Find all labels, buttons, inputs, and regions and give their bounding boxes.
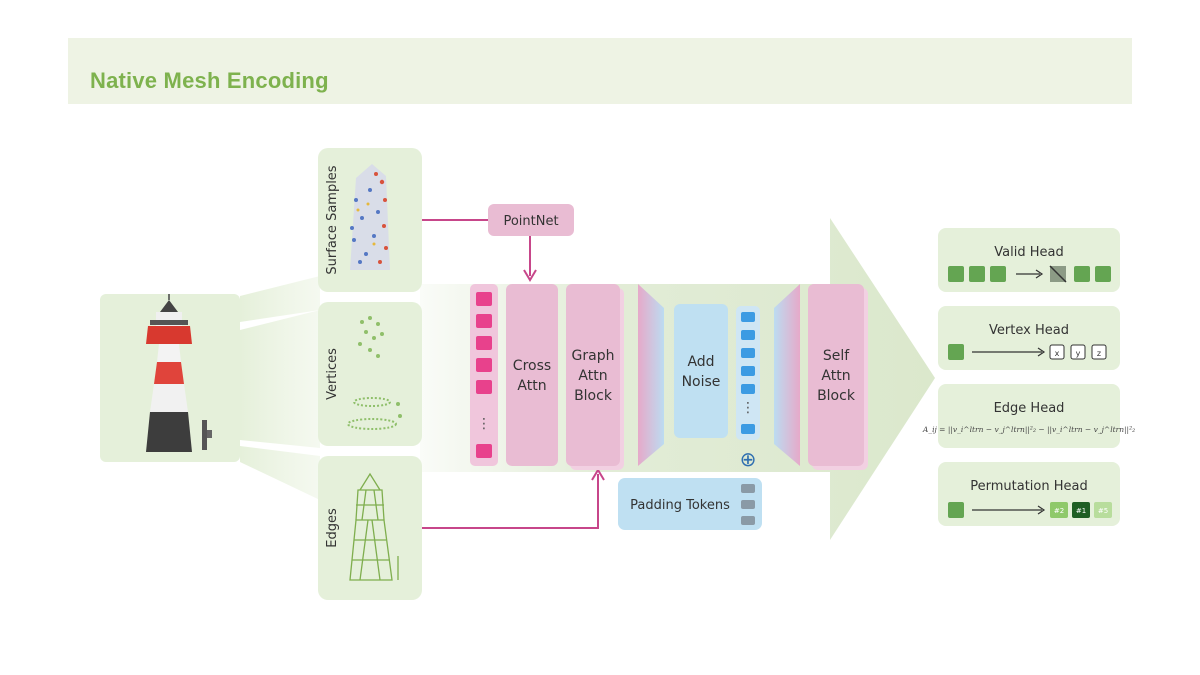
- vertex-head-title: Vertex Head: [989, 323, 1069, 338]
- pointnet-box: [488, 204, 574, 236]
- vertex-token: [476, 292, 492, 306]
- latent-token: [741, 384, 755, 394]
- padding-tokens-label: Padding Tokens: [630, 498, 730, 513]
- graph-attn-line-3: Block: [574, 388, 613, 404]
- vertex-token-group: [476, 292, 492, 458]
- edges-label: Edges: [325, 508, 340, 548]
- vertex-head-panel: [938, 306, 1120, 370]
- vertex-output-z-label: z: [1097, 349, 1101, 358]
- valid-head-inputs: [948, 266, 1006, 282]
- vertex-token: [476, 358, 492, 372]
- vertex-output-y-label: y: [1076, 349, 1081, 358]
- vertex-output-x: [1049, 344, 1065, 360]
- edges-panel: [318, 456, 422, 600]
- permutation-output-3: [1094, 502, 1112, 518]
- self-attn-block: [808, 284, 864, 466]
- valid-input-token: [948, 266, 964, 282]
- vertex-head-outputs: x y z: [1049, 344, 1107, 360]
- permutation-head-input: [948, 502, 964, 518]
- self-attn-line-2: Attn: [821, 368, 850, 384]
- connector-lines: [422, 219, 599, 529]
- permutation-output-1-label: #2: [1054, 507, 1064, 515]
- valid-input-token: [969, 266, 985, 282]
- add-noise-line-1: Add: [687, 354, 714, 370]
- vertex-head-arrowhead: [1037, 347, 1046, 357]
- valid-head-title: Valid Head: [994, 245, 1063, 260]
- permutation-head-title: Permutation Head: [970, 479, 1087, 494]
- graph-attn-line-1: Graph: [572, 348, 615, 364]
- vertices-label: Vertices: [325, 348, 340, 400]
- vertex-output-z: [1091, 344, 1107, 360]
- page-title: Native Mesh Encoding: [90, 68, 329, 93]
- decoder-trapezoid-right: [774, 284, 800, 466]
- latent-token: [741, 348, 755, 358]
- self-attn-line-3: Block: [817, 388, 856, 404]
- permutation-output-3-label: #5: [1098, 507, 1108, 515]
- vertex-token-column: [470, 284, 498, 466]
- cross-attn-block: [506, 284, 558, 466]
- valid-output-token: [1095, 266, 1111, 282]
- encoder-trapezoid-left: [638, 284, 664, 466]
- valid-input-token: [990, 266, 1006, 282]
- latent-token-ellipsis: ⋮: [741, 400, 755, 416]
- padding-token: [741, 484, 755, 493]
- vertex-token: [476, 380, 492, 394]
- vertex-head-input: [948, 344, 964, 360]
- cross-attn-line-1: Cross: [513, 358, 551, 374]
- invalid-token-strike: [1049, 265, 1067, 283]
- valid-output-token: [1074, 266, 1090, 282]
- add-noise-block: [674, 304, 728, 438]
- vertex-token-ellipsis: ⋮: [477, 416, 491, 432]
- latent-token: [741, 312, 755, 322]
- edge-head-title: Edge Head: [994, 401, 1065, 416]
- vertex-output-x-label: x: [1055, 349, 1060, 358]
- latent-token-group: [741, 312, 755, 434]
- vertices-panel: [318, 302, 422, 446]
- title-band: Native Mesh Encoding: [68, 38, 1132, 104]
- permutation-head-outputs: #2 #1 #5: [1050, 502, 1112, 518]
- permutation-output-2-label: #1: [1076, 507, 1086, 515]
- wireframe-icon: [349, 472, 399, 581]
- point-cloud-icon: [350, 164, 390, 270]
- latent-token: [741, 424, 755, 434]
- graph-attn-block: [566, 284, 620, 466]
- valid-head-panel: [938, 228, 1120, 292]
- valid-head-arrowhead: [1035, 269, 1044, 279]
- permutation-output-1: [1050, 502, 1068, 518]
- vertex-token: [476, 444, 492, 458]
- padding-tokens-box: [618, 478, 762, 530]
- permutation-head-panel: [938, 462, 1120, 526]
- graph-attn-line-2: Attn: [578, 368, 607, 384]
- funnel-mid: [240, 310, 320, 448]
- vertex-token: [476, 314, 492, 328]
- vertex-cloud-icon: [347, 316, 402, 430]
- concat-plus-icon: ⊕: [740, 447, 757, 471]
- padding-token: [741, 500, 755, 509]
- padding-token: [741, 516, 755, 525]
- vertex-output-y: [1070, 344, 1086, 360]
- padding-token-group: [741, 484, 755, 525]
- lighthouse-mesh-icon: [146, 294, 212, 452]
- permutation-head-arrowhead: [1037, 505, 1046, 515]
- add-noise-line-2: Noise: [682, 374, 721, 390]
- latent-token: [741, 366, 755, 376]
- funnel-bottom: [240, 446, 320, 500]
- pointnet-label: PointNet: [503, 214, 558, 229]
- funnel-top: [240, 276, 320, 322]
- edge-head-formula: A_ij = ||v_i^ltrn − v_j^ltrn||²₂ − ||v_i…: [922, 425, 1135, 434]
- vertex-token: [476, 336, 492, 350]
- surface-samples-label: Surface Samples: [325, 165, 340, 274]
- edge-head-panel: [938, 384, 1120, 448]
- pointnet-arrowhead: [523, 269, 537, 282]
- permutation-output-2: [1072, 502, 1090, 518]
- latent-token: [741, 330, 755, 340]
- self-attn-line-1: Self: [823, 348, 850, 364]
- cross-attn-line-2: Attn: [517, 378, 546, 394]
